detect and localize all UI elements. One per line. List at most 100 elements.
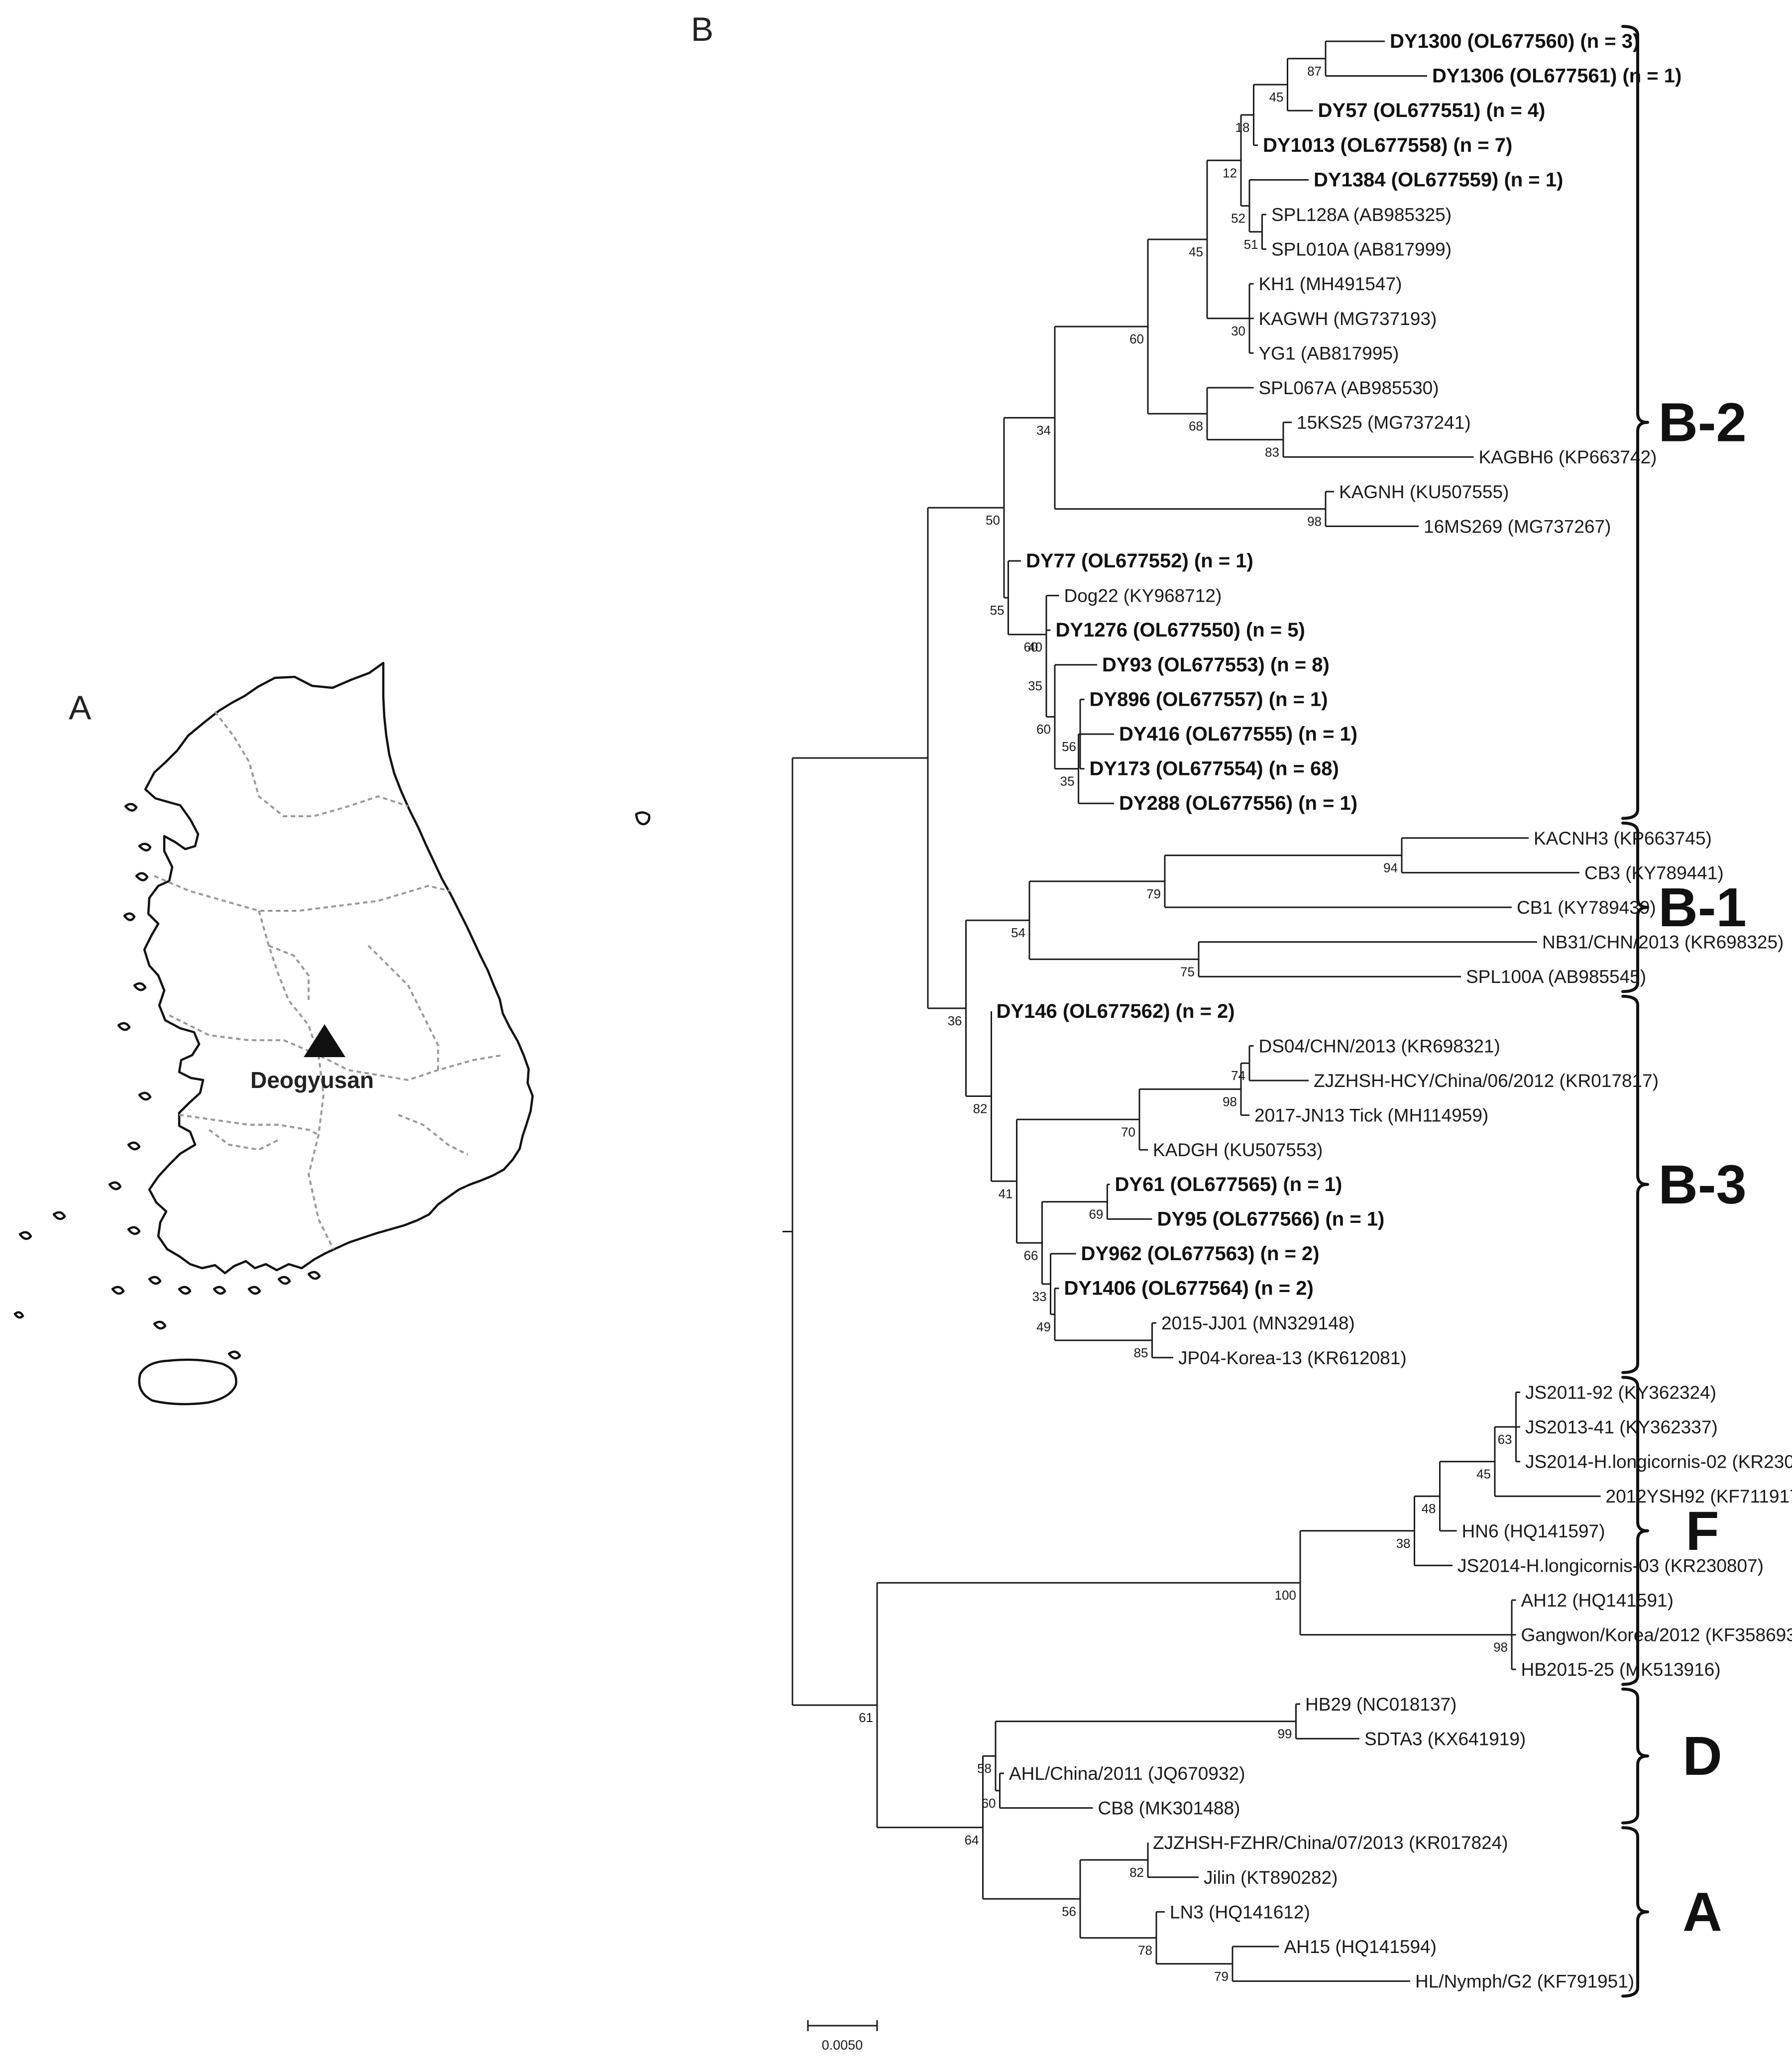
bootstrap-value: 74 (1231, 1068, 1245, 1083)
bootstrap-value: 58 (977, 1761, 992, 1776)
bootstrap-value: 69 (1089, 1207, 1103, 1222)
bootstrap-value: 34 (1036, 423, 1051, 437)
panel-a-label: A (69, 689, 92, 727)
bootstrap-value: 60 (1024, 640, 1038, 654)
reference-sequence-label: CB1 (KY789439) (1517, 897, 1656, 918)
reference-sequence-label: NB31/CHN/2013 (KR698325) (1542, 932, 1784, 953)
reference-sequence-label: AH12 (HQ141591) (1521, 1590, 1674, 1611)
reference-sequence-label: ZJZHSH-FZHR/China/07/2013 (KR017824) (1153, 1833, 1508, 1853)
reference-sequence-label: HB29 (NC018137) (1305, 1694, 1456, 1715)
reference-sequence-label: SPL128A (AB985325) (1271, 205, 1452, 225)
reference-sequence-label: KACNH3 (KP663745) (1534, 828, 1712, 849)
reference-sequence-label: CB8 (MK301488) (1098, 1798, 1240, 1819)
bootstrap-value: 45 (1476, 1467, 1491, 1482)
clade-label: B-3 (1658, 1154, 1746, 1215)
bootstrap-value: 38 (1396, 1536, 1411, 1551)
reference-sequence-label: 15KS25 (MG737241) (1297, 413, 1471, 433)
clade-bracket (1621, 1376, 1649, 1686)
bootstrap-value: 94 (1383, 861, 1398, 875)
bootstrap-value: 45 (1269, 90, 1284, 105)
bootstrap-value: 98 (1223, 1094, 1237, 1109)
reference-sequence-label: KADGH (KU507553) (1153, 1140, 1323, 1160)
bootstrap-value: 68 (1189, 419, 1203, 433)
scale-bar-label: 0.0050 (822, 2038, 863, 2053)
triangle-marker-icon (304, 1024, 345, 1057)
study-sequence-label: DY1276 (OL677550) (n = 5) (1056, 619, 1305, 641)
bootstrap-value: 30 (1231, 324, 1245, 338)
study-sequence-label: DY57 (OL677551) (n = 4) (1318, 100, 1546, 121)
reference-sequence-label: KAGBH6 (KP663742) (1479, 447, 1657, 467)
reference-sequence-label: JP04-Korea-13 (KR612081) (1178, 1348, 1407, 1368)
reference-sequence-label: HN6 (HQ141597) (1462, 1521, 1605, 1541)
reference-sequence-label: HB2015-25 (MK513916) (1521, 1659, 1721, 1680)
bootstrap-value: 61 (859, 1710, 873, 1725)
province-borders (154, 711, 503, 1250)
panel-b-label: B (691, 10, 713, 48)
clade-label: D (1682, 1726, 1722, 1787)
bootstrap-value: 98 (1307, 514, 1322, 529)
reference-sequence-label: LN3 (HQ141612) (1170, 1902, 1310, 1922)
study-sequence-label: DY896 (OL677557) (n = 1) (1090, 688, 1328, 710)
reference-sequence-label: DS04/CHN/2013 (KR698321) (1259, 1036, 1500, 1056)
bootstrap-value: 60 (1129, 331, 1144, 346)
bootstrap-value: 82 (1129, 1865, 1144, 1880)
tip-labels: DY1300 (OL677560) (n = 3) DY1306 (OL67756… (997, 30, 1792, 1992)
reference-sequence-label: Gangwon/Korea/2012 (KF358693) (1521, 1625, 1792, 1645)
reference-sequence-label: KAGWH (MG737193) (1259, 309, 1437, 329)
study-sequence-label: DY1306 (OL677561) (n = 1) (1432, 65, 1681, 87)
bootstrap-value: 60 (982, 1796, 996, 1811)
reference-sequence-label: AHL/China/2011 (JQ670932) (1009, 1763, 1245, 1784)
scale-bar: 0.0050 (807, 2020, 878, 2053)
reference-sequence-label: SPL067A (AB985530) (1259, 378, 1439, 398)
study-sequence-label: DY962 (OL677563) (n = 2) (1081, 1243, 1320, 1265)
bootstrap-value: 50 (986, 513, 1000, 528)
reference-sequence-label: JS2011-92 (KY362324) (1525, 1382, 1716, 1403)
bootstrap-value: 98 (1493, 1640, 1508, 1655)
bootstrap-value: 51 (1244, 237, 1258, 252)
clade-label: B-2 (1658, 392, 1746, 453)
bootstrap-value: 48 (1422, 1501, 1436, 1516)
panel-b: B 87451851521230458368609834563560354060… (691, 10, 1792, 2053)
bootstrap-value: 55 (990, 603, 1005, 618)
study-sequence-label: DY288 (OL677556) (n = 1) (1119, 792, 1357, 814)
jeju-island (138, 1358, 237, 1406)
reference-sequence-label: JS2013-41 (KY362337) (1525, 1417, 1718, 1437)
study-sequence-label: DY146 (OL677562) (n = 2) (997, 1000, 1235, 1022)
bootstrap-value: 54 (1011, 925, 1025, 940)
study-sequence-label: DY1300 (OL677560) (n = 3) (1390, 30, 1639, 52)
korea-map: Deogyusan (13, 661, 651, 1406)
bootstrap-value: 60 (1036, 722, 1051, 737)
bootstrap-value: 64 (965, 1833, 979, 1847)
clade-label: B-1 (1658, 877, 1746, 938)
mainland-coast (143, 661, 534, 1275)
coastal-islands (13, 803, 321, 1360)
bootstrap-value: 87 (1307, 64, 1322, 79)
bootstrap-value: 33 (1032, 1289, 1047, 1304)
bootstrap-value: 52 (1231, 211, 1245, 226)
reference-sequence-label: SDTA3 (KX641919) (1364, 1729, 1526, 1749)
bootstrap-value: 63 (1498, 1432, 1512, 1447)
clade-bracket (1621, 1687, 1649, 1825)
study-sequence-label: DY1013 (OL677558) (n = 7) (1263, 134, 1512, 156)
bootstrap-value: 35 (1060, 774, 1075, 789)
reference-sequence-label: Jilin (KT890282) (1204, 1867, 1338, 1888)
bootstrap-value: 100 (1275, 1588, 1296, 1603)
study-sequence-label: DY61 (OL677565) (n = 1) (1115, 1174, 1343, 1195)
clade-bracket (1621, 1826, 1649, 1998)
bootstrap-value: 99 (1278, 1727, 1292, 1741)
bootstrap-value: 36 (948, 1013, 962, 1028)
bootstrap-value: 56 (1062, 1904, 1076, 1919)
reference-sequence-label: ZJZHSH-HCY/China/06/2012 (KR017817) (1314, 1071, 1659, 1091)
study-sequence-label: DY1406 (OL677564) (n = 2) (1064, 1278, 1314, 1300)
reference-sequence-label: CB3 (KY789441) (1584, 863, 1724, 883)
reference-sequence-label: JS2014-H.longicornis-03 (KR230807) (1457, 1555, 1764, 1576)
tree-branches (783, 40, 1601, 1982)
bootstrap-value: 83 (1265, 444, 1279, 459)
reference-sequence-label: 16MS269 (MG737267) (1424, 516, 1611, 537)
reference-sequence-label: KH1 (MH491547) (1259, 274, 1402, 294)
reference-sequence-label: SPL010A (AB817999) (1271, 239, 1452, 260)
reference-sequence-label: HL/Nymph/G2 (KF791951) (1415, 1971, 1634, 1992)
phylogenetic-tree: 8745185152123045836860983456356035406055… (783, 25, 1792, 1998)
